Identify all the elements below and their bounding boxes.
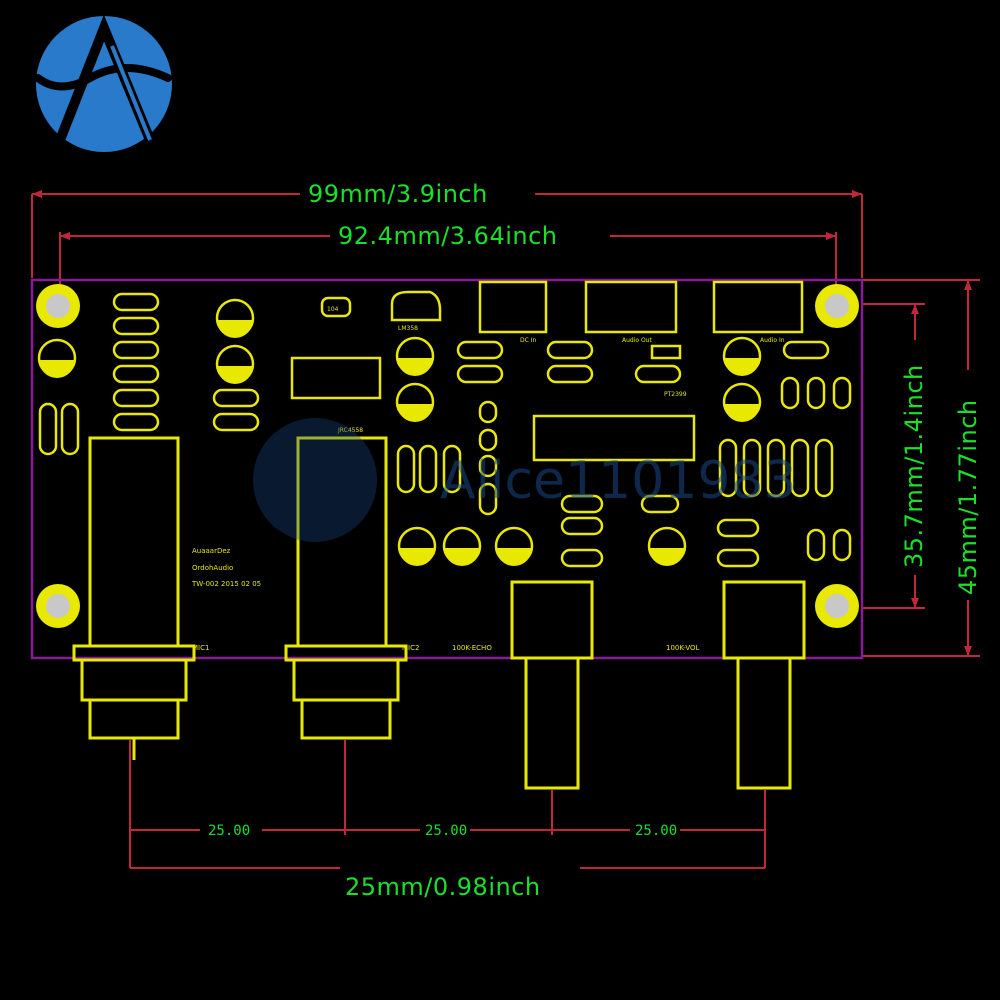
mounting-hole-bottom-left [36,584,80,628]
connector-3-label: Audio In [760,337,785,344]
chip-label-1: 104 [327,306,339,313]
mounting-hole-top-left [36,284,80,328]
potentiometer-volume [722,580,806,790]
connector-1-label: DC In [520,337,536,344]
capacitor-footprints [37,298,762,566]
brand-logo-icon [34,14,172,152]
hole-spacing-height-label: 35.7mm/1.4inch [900,364,928,568]
watermark: Alice1101983 [253,418,797,542]
hole-spacing-width-label: 92.4mm/3.64inch [338,222,558,250]
dimension-arrowheads [32,190,972,656]
dimension-lines [31,193,980,869]
overall-width-label: 99mm/3.9inch [308,180,488,208]
jack-1-label: MIC1 [192,644,209,652]
audio-jack-mic1 [72,436,196,760]
audio-jack-mic2 [284,436,408,740]
board-name-3: TW-002 2015 02 05 [191,580,261,588]
mounting-hole-bottom-right [815,584,859,628]
pot-spacing-1-label: 25.00 [208,823,250,839]
chip-label-2: PT2399 [664,391,687,398]
mounting-hole-top-right [815,284,859,328]
board-name-1: AuaaarDez [192,547,231,555]
mounting-holes [36,284,859,628]
pcb-outline [30,278,864,660]
watermark-text: Alice1101983 [440,451,797,511]
connector-2-label: Audio Out [622,337,652,344]
pot-1-label: 100K-ECHO [452,644,492,652]
chip-label-3: LM358 [398,325,418,332]
jack-2-label: MIC2 [402,644,419,652]
pot-spacing-total-label: 25mm/0.98inch [345,873,541,901]
pot-2-label: 100K-VOL [666,644,700,652]
pot-spacing-3-label: 25.00 [635,823,677,839]
board-name-2: OrdohAudio [192,564,233,572]
pot-spacing-2-label: 25.00 [425,823,467,839]
resistor-footprints [38,292,852,568]
overall-height-label: 45mm/1.77inch [954,399,982,595]
chip-label-4: JRC4558 [337,427,363,434]
potentiometer-echo [510,580,594,790]
ic-footprints [290,280,804,462]
